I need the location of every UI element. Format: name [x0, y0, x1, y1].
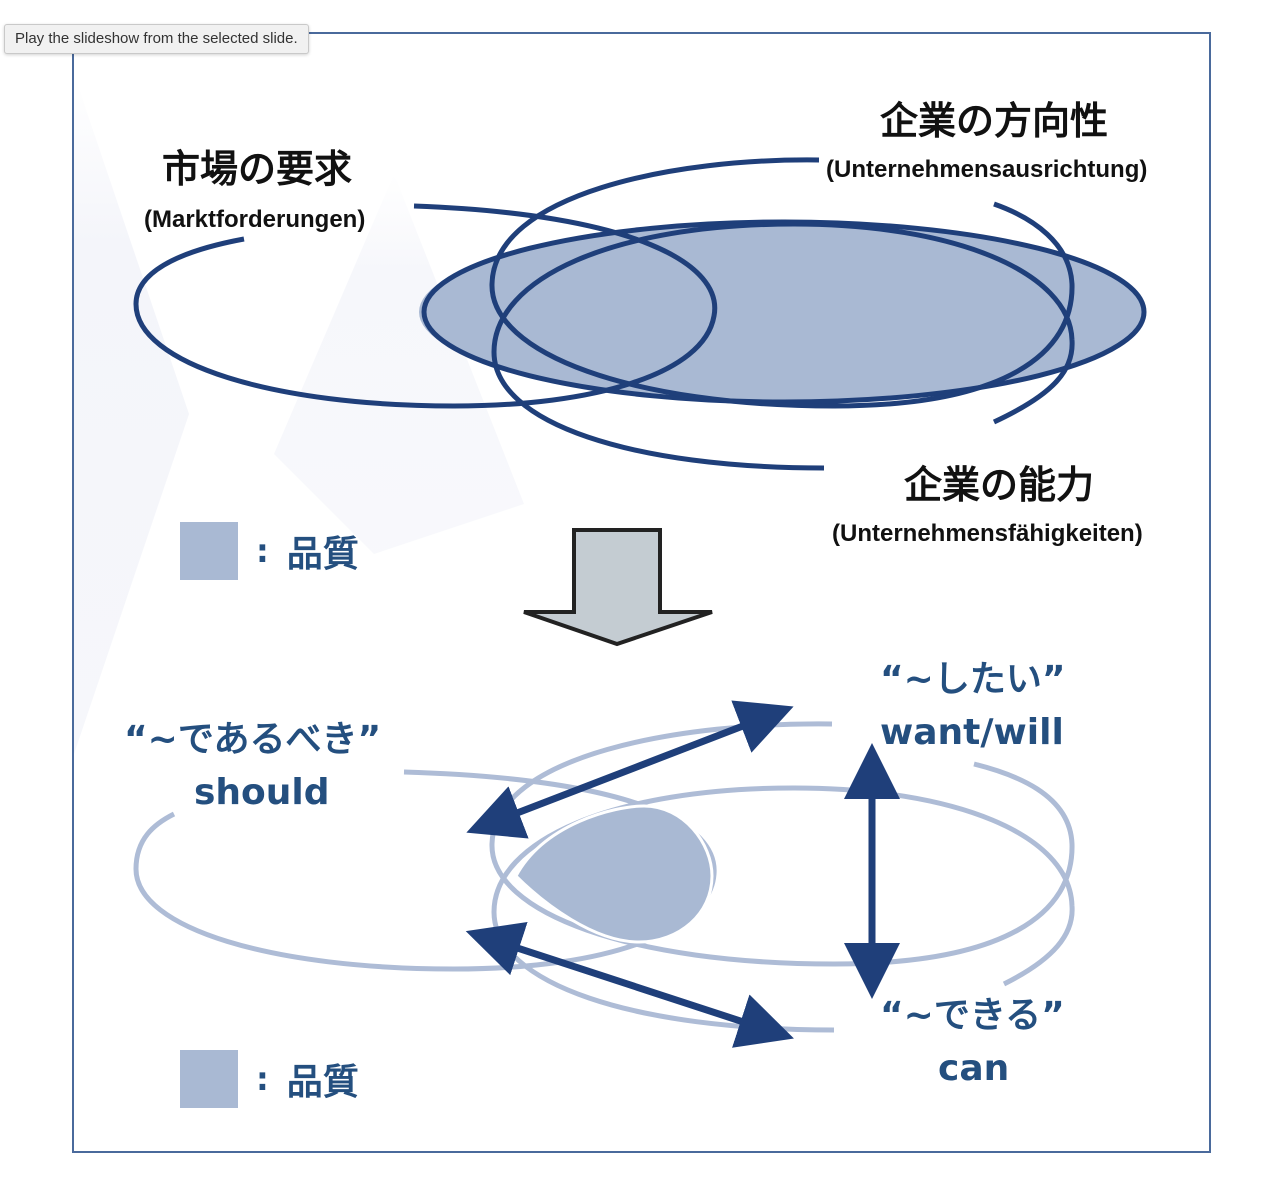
background-shape	[74, 74, 189, 754]
want-en-label: want/will	[880, 712, 1064, 753]
quality-swatch	[180, 522, 238, 580]
legend-quality-bottom: : 品質	[180, 1050, 359, 1108]
market-title: 市場の要求	[162, 147, 353, 191]
quality-region	[419, 224, 1143, 400]
legend-text: 品質	[286, 534, 359, 575]
should-can-arrow	[465, 921, 794, 1048]
market-ellipse	[133, 203, 718, 409]
capability-ring	[491, 221, 1075, 471]
can-jp-label: “~できる”	[880, 995, 1065, 1036]
direction-subtitle: (Unternehmensausrichtung)	[826, 156, 1148, 183]
can-en-label: can	[938, 1048, 1010, 1089]
should-want-arrow	[466, 700, 794, 839]
should-en-label: should	[194, 772, 330, 813]
quality-venn-diagram	[74, 74, 1147, 1048]
capability-title: 企業の能力	[904, 463, 1095, 507]
direction-ellipse	[489, 157, 1075, 409]
legend-colon: :	[256, 532, 269, 570]
slideshow-tooltip: Play the slideshow from the selected sli…	[4, 24, 309, 54]
background-shape	[274, 174, 524, 554]
slide-canvas[interactable]: 市場の要求 (Marktforderungen) 企業の方向性 (Unterne…	[72, 32, 1211, 1153]
quality-region-bottom	[514, 804, 714, 944]
quality-swatch	[180, 1050, 238, 1108]
capability-subtitle: (Unternehmensfähigkeiten)	[832, 520, 1143, 547]
should-jp-label: “~であるべき”	[124, 719, 382, 760]
market-subtitle: (Marktforderungen)	[144, 206, 366, 233]
down-arrow-icon	[523, 528, 713, 647]
want-jp-label: “~したい”	[880, 659, 1066, 700]
legend-text: 品質	[286, 1062, 359, 1103]
direction-title: 企業の方向性	[880, 99, 1109, 143]
legend-colon: :	[256, 1060, 269, 1098]
legend-quality-top: : 品質	[180, 522, 359, 580]
